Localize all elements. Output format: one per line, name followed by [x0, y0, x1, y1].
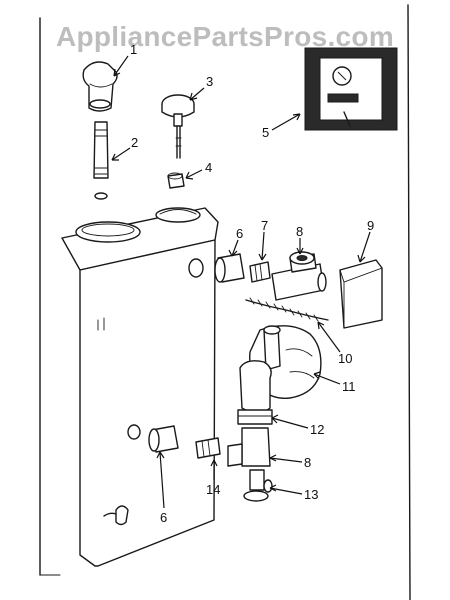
part-13-valve — [243, 469, 273, 502]
callout-8-lower: 8 — [304, 455, 311, 470]
callout-13: 13 — [304, 487, 318, 502]
callout-2: 2 — [131, 135, 138, 150]
part-5-control-panel — [304, 47, 398, 131]
part-14-nipple — [195, 437, 221, 459]
callout-14: 14 — [206, 482, 220, 497]
part-4-bushing — [167, 172, 185, 189]
part-9-control-box — [339, 259, 383, 329]
callout-4: 4 — [205, 160, 212, 175]
part-2-nipple — [93, 121, 109, 200]
part-1-elbow — [82, 61, 118, 112]
part-10-cable — [245, 297, 329, 322]
callout-6-upper: 6 — [236, 226, 243, 241]
part-7-nipple — [249, 261, 271, 283]
callout-arrows — [111, 55, 371, 509]
part-8-tee-lower — [227, 427, 271, 467]
callout-labels: 1 2 3 4 5 6 7 8 9 10 11 12 8 13 14 6 — [130, 42, 374, 525]
callout-8-upper: 8 — [296, 224, 303, 239]
water-heater-tank — [61, 207, 219, 567]
page-border — [39, 4, 411, 600]
watermark-text: AppliancePartsPros.com — [56, 21, 394, 52]
callout-6-lower: 6 — [160, 510, 167, 525]
part-8-tee-upper — [271, 251, 327, 301]
callout-1: 1 — [130, 42, 137, 57]
callout-11: 11 — [342, 379, 356, 394]
callout-5: 5 — [262, 125, 269, 140]
callout-10: 10 — [338, 351, 352, 366]
part-3-knob — [161, 94, 195, 159]
part-12-union — [237, 360, 273, 425]
callout-12: 12 — [310, 422, 324, 437]
callout-9: 9 — [367, 218, 374, 233]
part-6-fitting-upper — [214, 253, 245, 283]
callout-3: 3 — [206, 74, 213, 89]
callout-7: 7 — [261, 218, 268, 233]
part-6-fitting-lower — [148, 425, 179, 453]
